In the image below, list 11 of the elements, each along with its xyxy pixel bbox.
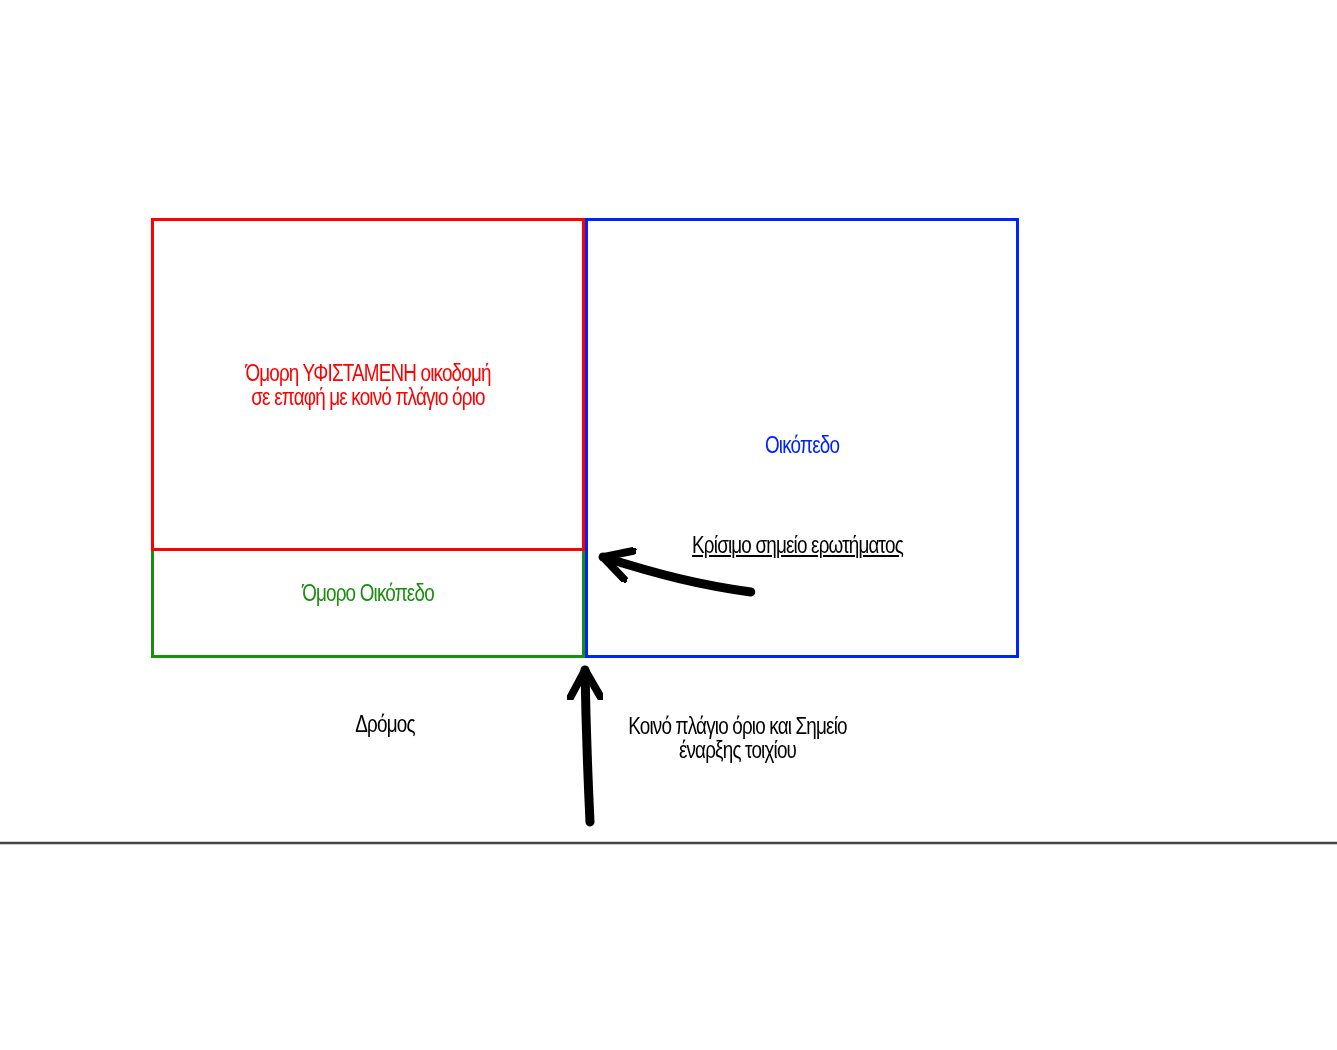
arrow bbox=[598, 546, 756, 597]
plot-outline bbox=[585, 218, 1019, 658]
existing-building-outline bbox=[151, 218, 585, 551]
area-label: Όμορο Οικόπεδο bbox=[300, 581, 435, 605]
arrow bbox=[566, 665, 605, 827]
area-label: Οικόπεδο bbox=[763, 433, 841, 457]
neighbor-plot-outline bbox=[151, 218, 585, 658]
annotation-text: Κοινό πλάγιο όριο και Σημείο έναρξης τοιχίου bbox=[627, 714, 848, 762]
road-label: Δρόμος bbox=[354, 712, 416, 736]
area-label: Όμορη ΥΦΙΣΤΑΜΕΝΗ οικοδομή σε επαφή με κοινό πλάγιο όριο bbox=[244, 361, 492, 409]
annotation-text: Κρίσιμο σημείο ερωτήματος bbox=[691, 533, 905, 557]
